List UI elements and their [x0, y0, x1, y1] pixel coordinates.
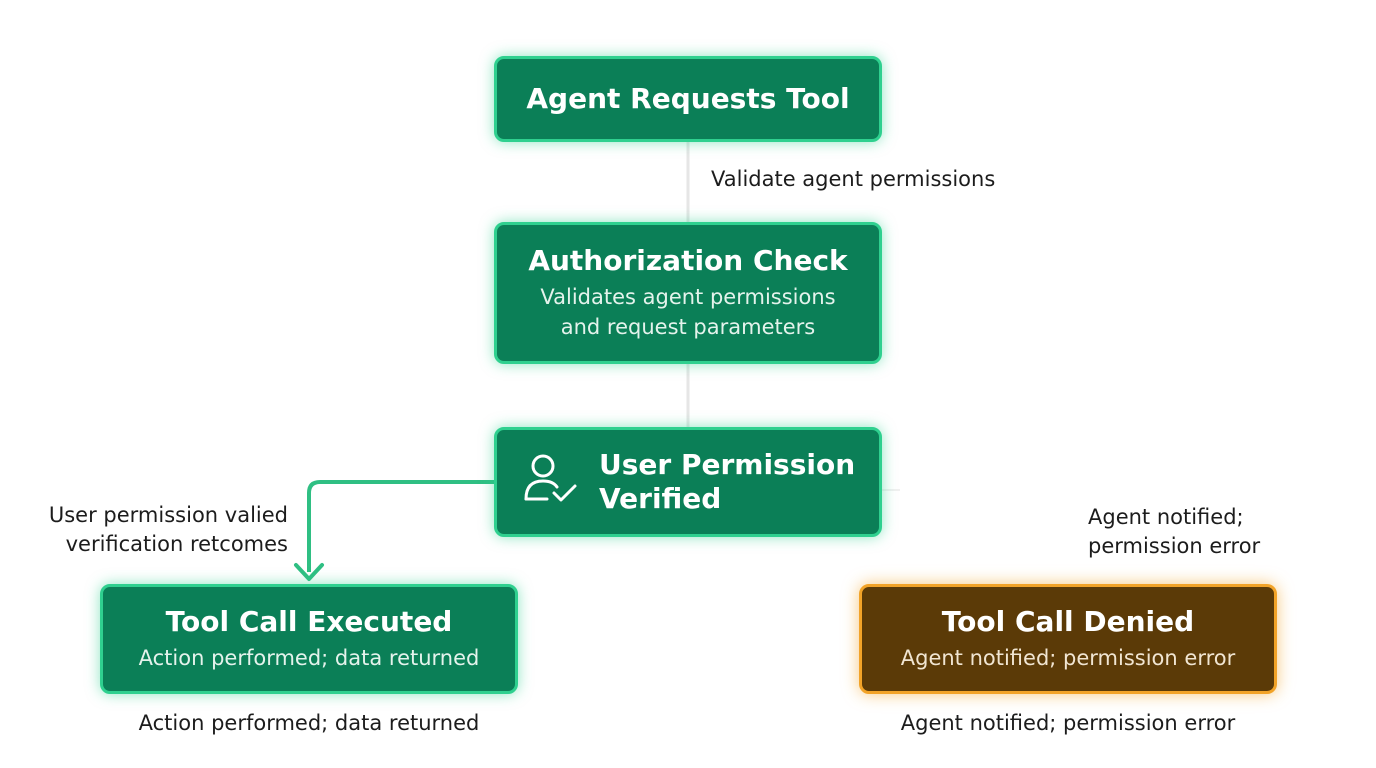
edge-label-user-valid-text: User permission valied verification retc…: [48, 503, 288, 556]
node-title: Tool Call Executed: [165, 605, 453, 638]
edge-label-user-valid: User permission valied verification retc…: [20, 501, 288, 559]
node-title: Agent Requests Tool: [526, 82, 850, 115]
node-title: Tool Call Denied: [941, 605, 1195, 638]
arrow-user-to-executed: [307, 480, 494, 572]
node-subtitle: Action performed; data returned: [138, 646, 480, 670]
edge-label-agent-notified: Agent notified; permission error: [1088, 503, 1288, 561]
node-subtitle: Agent notified; permission error: [900, 646, 1236, 670]
caption-denied: Agent notified; permission error: [900, 711, 1236, 735]
node-agent-requests-tool: Agent Requests Tool: [494, 56, 882, 142]
edge-label-agent-notified-text: Agent notified; permission error: [1088, 505, 1261, 558]
node-user-permission-verified: User Permission Verified: [494, 427, 882, 537]
node-tool-call-executed: Tool Call Executed Action performed; dat…: [100, 584, 518, 694]
arrowhead-executed: [294, 563, 324, 581]
node-title: User Permission Verified: [599, 448, 856, 515]
node-authorization-check: Authorization Check Validates agent perm…: [494, 222, 882, 364]
node-title: Authorization Check: [528, 244, 848, 277]
user-check-icon: [524, 454, 577, 502]
node-subtitle: Validates agent permissions and request …: [540, 285, 836, 339]
caption-executed: Action performed; data returned: [138, 711, 480, 735]
edge-label-validate: Validate agent permissions: [711, 167, 996, 191]
node-tool-call-denied: Tool Call Denied Agent notified; permiss…: [859, 584, 1277, 694]
